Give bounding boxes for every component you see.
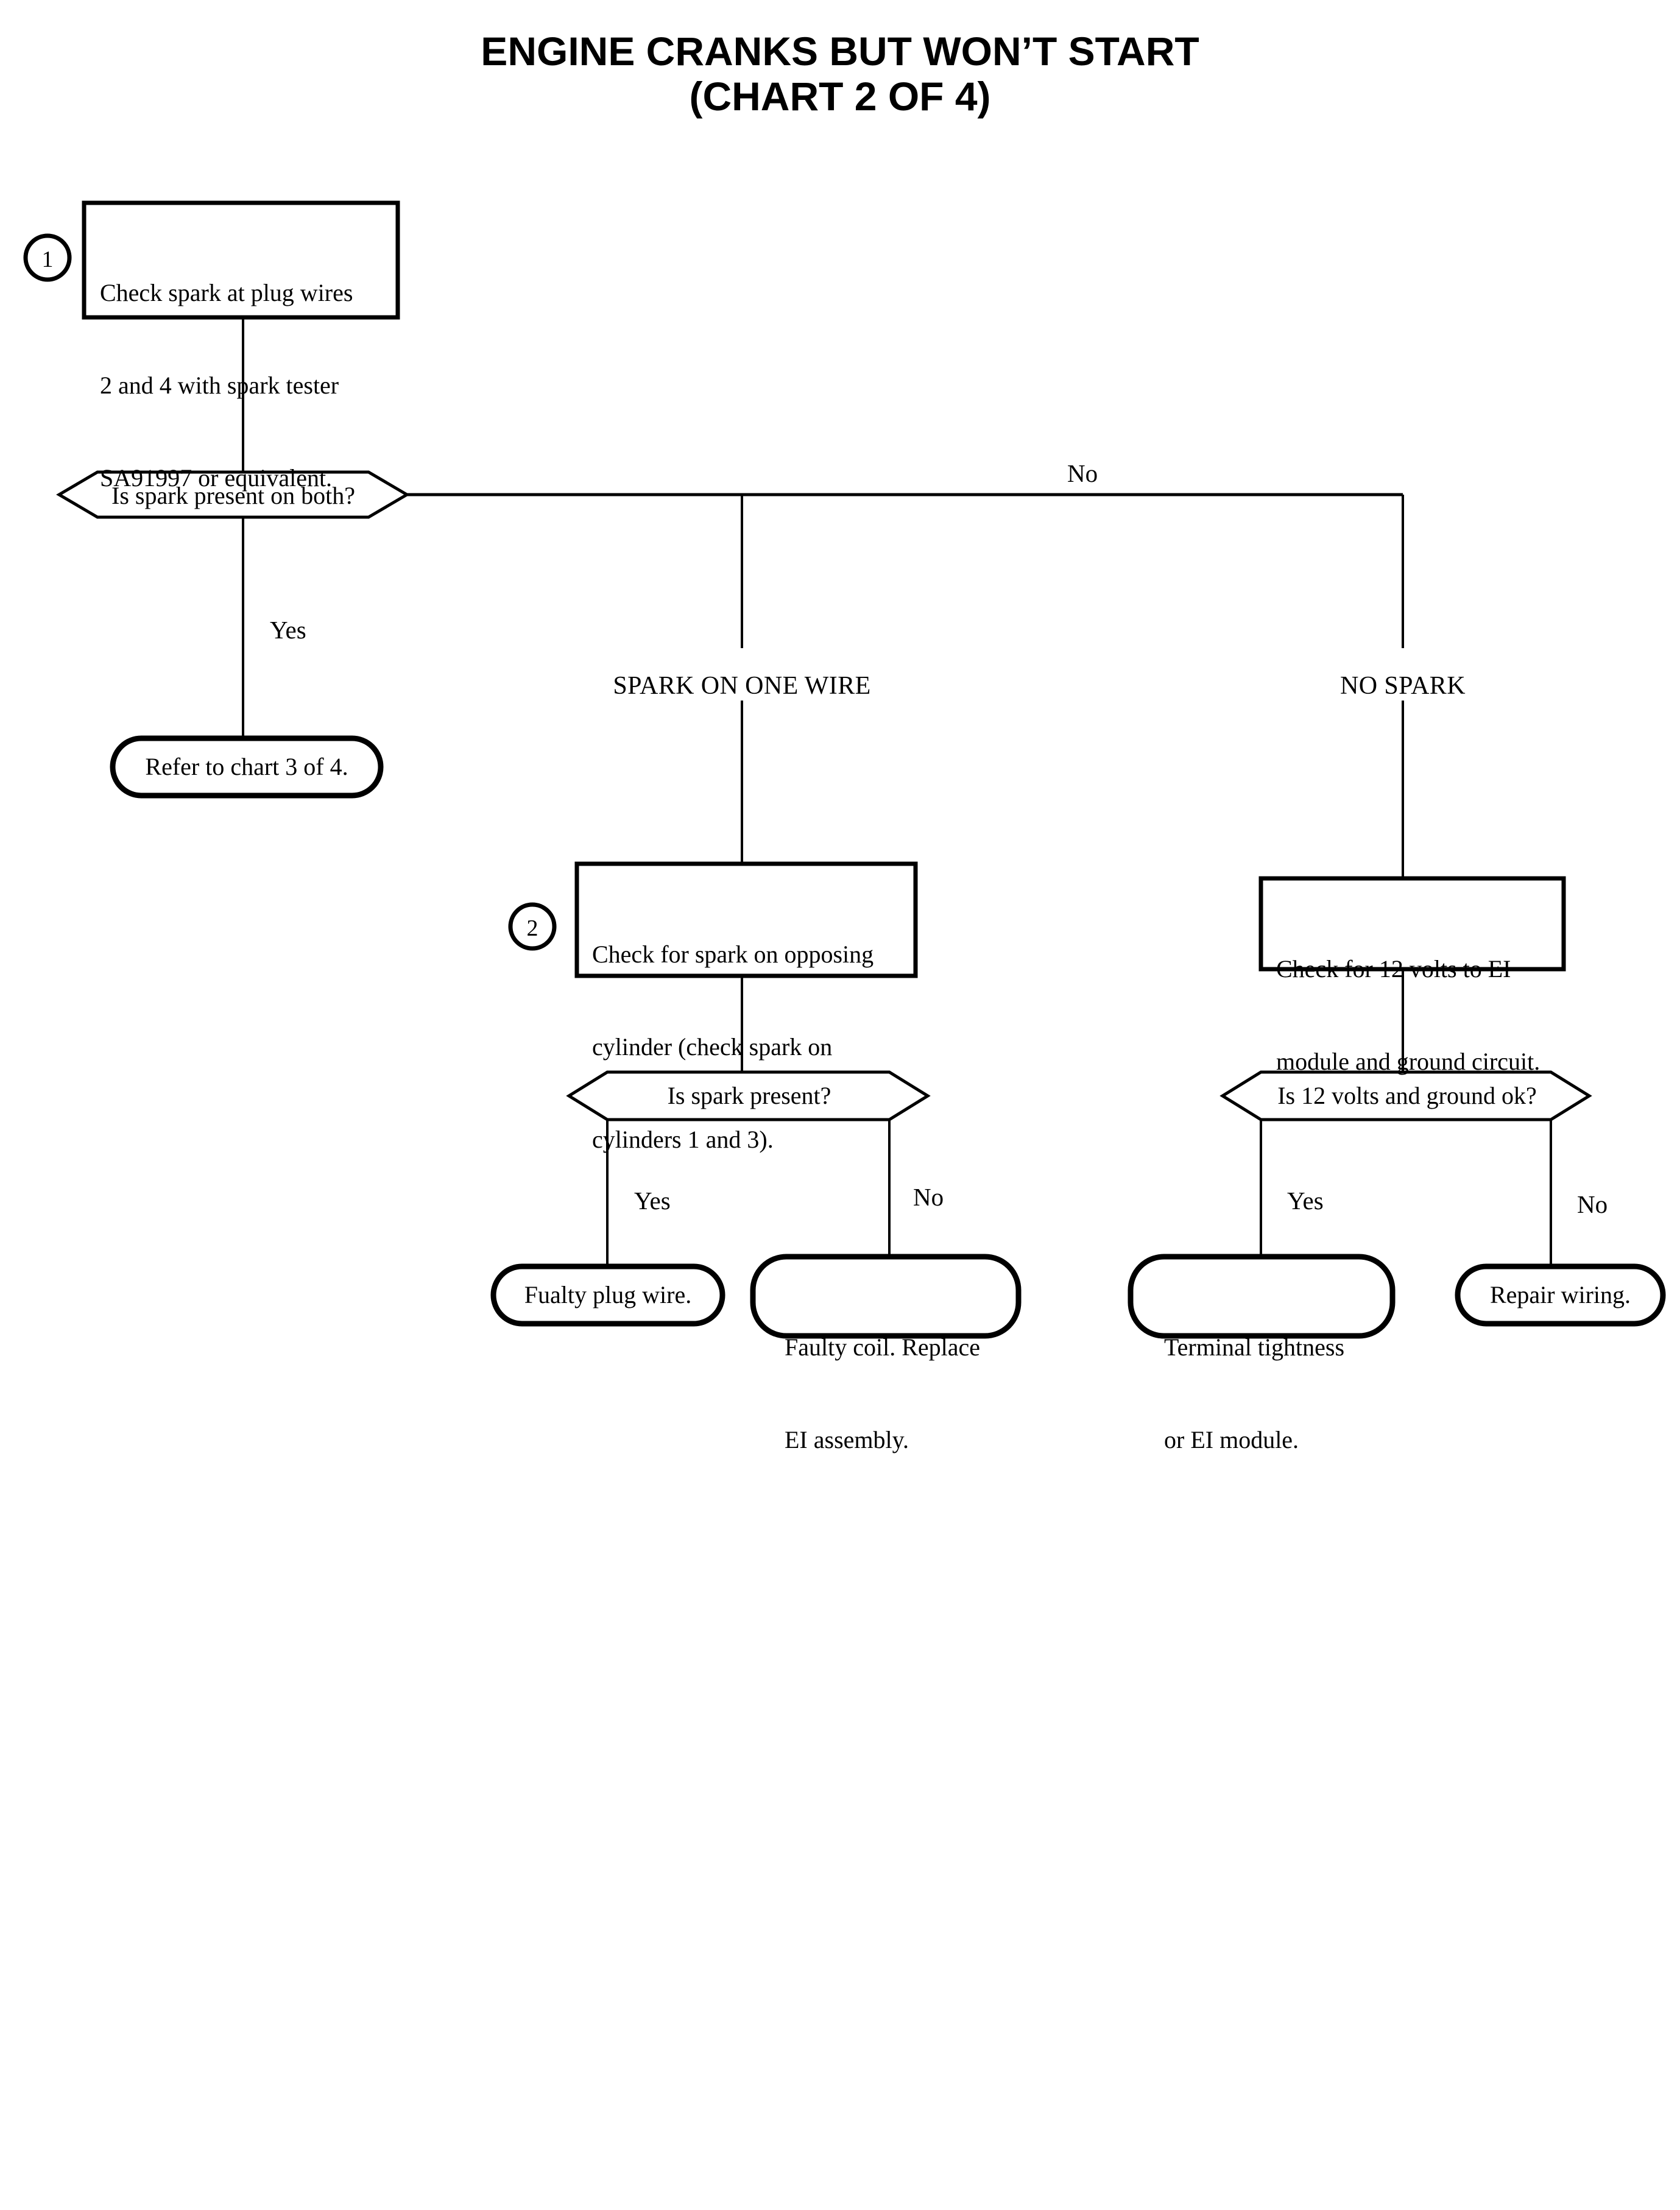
step-number-1: 1: [41, 247, 54, 272]
process-text-check-spark-plug-wires: Check spark at plug wires 2 and 4 with s…: [100, 216, 404, 556]
process-box-check-12-volts: [1258, 876, 1566, 972]
process-text-line-1: Check spark at plug wires: [100, 278, 353, 306]
branch-label-spark-yes: Yes: [634, 1187, 671, 1215]
terminator-text-faulty-plug-wire: Fualty plug wire.: [524, 1281, 692, 1308]
terminator-text-refer-to-chart-3: Refer to chart 3 of 4.: [145, 753, 348, 780]
terminator-terminal-tightness-line-2: or EI module.: [1164, 1425, 1299, 1453]
process-box-check-opposing-cylinder: [574, 861, 918, 978]
terminator-text-faulty-coil: Faulty coil. Replace EI assembly.: [785, 1270, 1016, 1517]
process-text-check-12-volts: Check for 12 volts to EI module and grou…: [1276, 892, 1562, 1139]
terminator-faulty-plug-wire: [490, 1263, 725, 1327]
branch-label-volts-yes: Yes: [1287, 1187, 1324, 1215]
decision-hexagon-is-12-volts-ok: [1219, 1070, 1592, 1121]
branch-label-volts-no: No: [1577, 1190, 1608, 1218]
state-label-no-spark: NO SPARK: [1340, 672, 1466, 700]
terminator-terminal-tightness-line-1: Terminal tightness: [1164, 1333, 1345, 1361]
step-marker-circle-2: [508, 902, 557, 951]
process-text2-line-2: cylinder (check spark on: [592, 1033, 833, 1061]
decision-text-is-12-volts-ok: Is 12 volts and ground ok?: [1277, 1082, 1537, 1109]
step-number-2: 2: [526, 916, 538, 941]
branch-label-spark-no: No: [913, 1183, 944, 1211]
step-marker-circle-1: [23, 233, 72, 282]
terminator-faulty-coil-line-1: Faulty coil. Replace: [785, 1333, 981, 1361]
decision-text-is-spark-present-on-both: Is spark present on both?: [111, 482, 355, 509]
process-text-line-2: 2 and 4 with spark tester: [100, 371, 339, 399]
branch-label-root-no: No: [1067, 459, 1098, 487]
process-text3-line-2: module and ground circuit.: [1276, 1047, 1541, 1075]
terminator-faulty-coil-line-2: EI assembly.: [785, 1425, 909, 1453]
terminator-text-repair-wiring: Repair wiring.: [1489, 1281, 1631, 1308]
terminator-terminal-tightness: [1128, 1254, 1396, 1339]
terminator-refer-to-chart-3: [110, 735, 384, 799]
decision-hexagon-is-spark-present: [566, 1070, 931, 1121]
terminator-faulty-coil: [750, 1254, 1022, 1339]
process-text3-line-1: Check for 12 volts to EI: [1276, 955, 1511, 983]
connector-layer: [242, 317, 1552, 1266]
page-title-line-1: ENGINE CRANKS BUT WON’T START: [481, 29, 1199, 74]
page-title-line-2: (CHART 2 OF 4): [689, 73, 991, 119]
decision-text-is-spark-present: Is spark present?: [667, 1082, 831, 1109]
page-title: ENGINE CRANKS BUT WON’T START (CHART 2 O…: [0, 29, 1680, 119]
process-text2-line-1: Check for spark on opposing: [592, 940, 874, 968]
process-text-check-opposing-cylinder: Check for spark on opposing cylinder (ch…: [592, 877, 915, 1218]
process-box-check-spark-plug-wires: [82, 200, 400, 320]
process-text2-line-3: cylinders 1 and 3).: [592, 1126, 774, 1154]
branch-label-root-yes: Yes: [270, 616, 306, 644]
terminator-text-terminal-tightness: Terminal tightness or EI module.: [1164, 1270, 1396, 1517]
state-label-spark-on-one-wire: SPARK ON ONE WIRE: [613, 672, 871, 700]
decision-hexagon-is-spark-present-on-both: [56, 470, 410, 519]
terminator-repair-wiring: [1455, 1263, 1666, 1327]
process-text-line-3: SA91997 or equivalent.: [100, 464, 333, 492]
